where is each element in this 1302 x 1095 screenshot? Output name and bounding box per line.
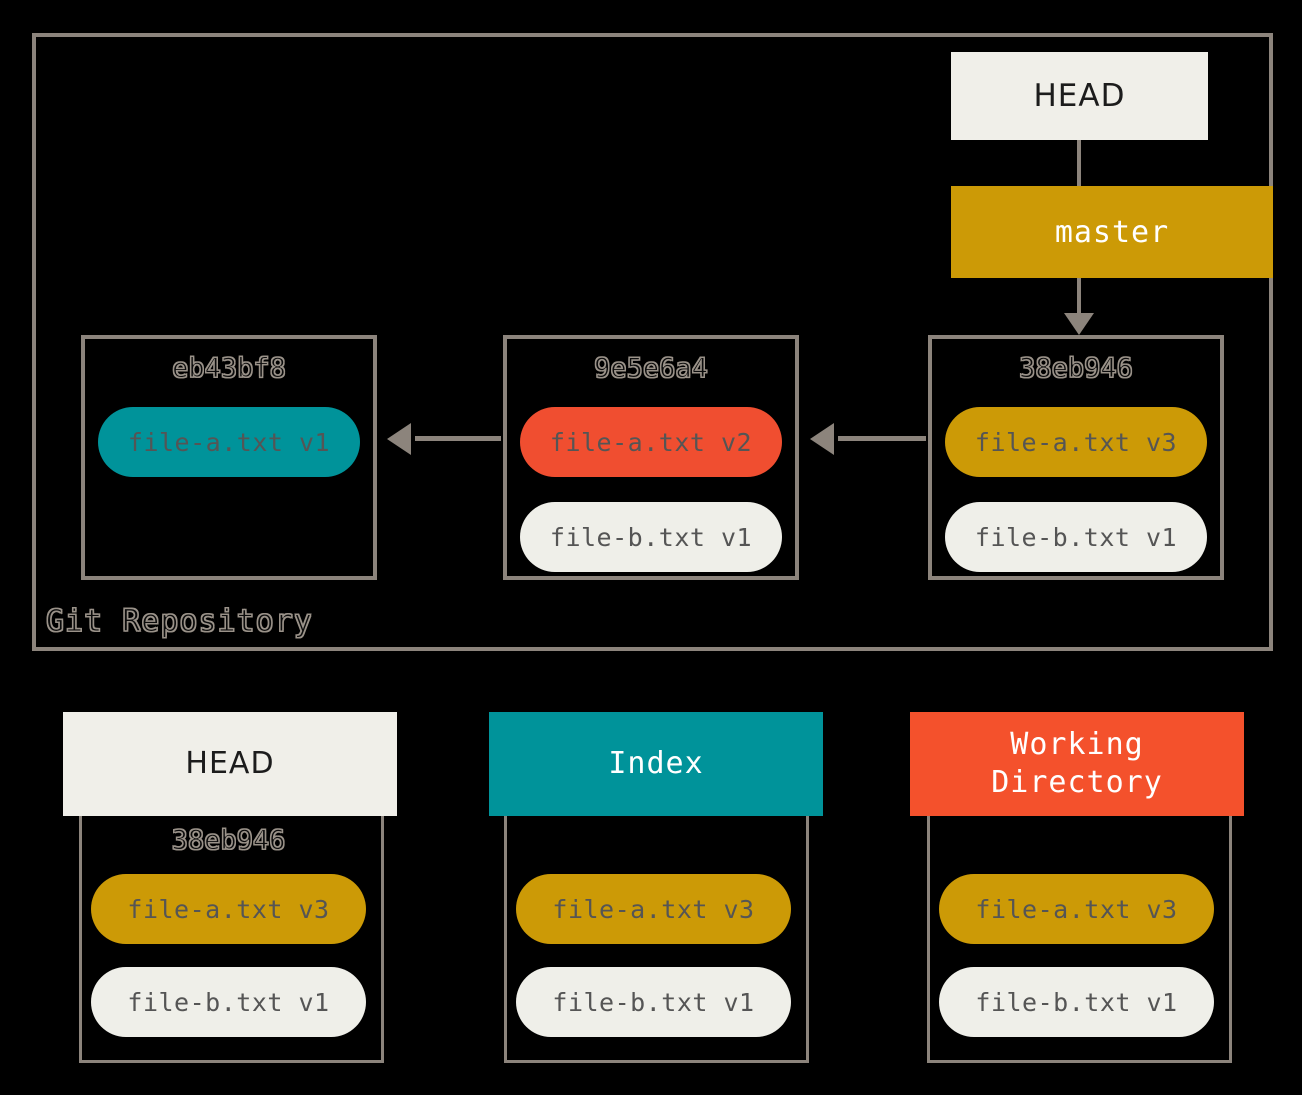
area-blob-file-b-working-directory: file-b.txt v1 — [939, 967, 1214, 1037]
area-blob-file-a-working-directory: file-a.txt v3 — [939, 874, 1214, 944]
commit2-to-commit1-line — [415, 436, 501, 441]
area-blob-file-a-index: file-a.txt v3 — [516, 874, 791, 944]
commit-box-eb43bf8: eb43bf8 file-a.txt v1 — [81, 335, 377, 580]
master-to-commit-line — [1077, 278, 1081, 318]
commit-hash: 38eb946 — [1019, 353, 1134, 385]
area-body-index — [504, 816, 809, 1063]
area-header-label: Index — [608, 745, 704, 781]
area-blob-file-b-head: file-b.txt v1 — [91, 967, 366, 1037]
blob-file-a: file-a.txt v2 — [520, 407, 782, 477]
area-header-label-line2: Directory — [991, 765, 1163, 800]
blob-file-a: file-a.txt v1 — [98, 407, 360, 477]
area-blob-file-a-head: file-a.txt v3 — [91, 874, 366, 944]
git-repository-label: Git Repository — [45, 603, 313, 639]
blob-file-a: file-a.txt v3 — [945, 407, 1207, 477]
commit-box-38eb946: 38eb946 file-a.txt v3 file-b.txt v1 — [928, 335, 1224, 580]
commit3-to-commit2-arrowhead — [810, 423, 834, 455]
area-header-working-directory: Working Directory — [910, 712, 1244, 816]
area-body-working-directory — [927, 816, 1232, 1063]
area-body-head — [79, 816, 384, 1063]
area-header-label: HEAD — [185, 745, 275, 781]
area-hash-head: 38eb946 — [171, 825, 286, 857]
commit-box-9e5e6a4: 9e5e6a4 file-a.txt v2 file-b.txt v1 — [503, 335, 799, 580]
blob-file-b: file-b.txt v1 — [520, 502, 782, 572]
commit3-to-commit2-line — [838, 436, 926, 441]
master-branch-box: master — [951, 186, 1273, 278]
head-pointer-box: HEAD — [951, 52, 1208, 140]
git-repository-frame — [32, 33, 1273, 651]
commit2-to-commit1-arrowhead — [387, 423, 411, 455]
head-to-master-line — [1077, 140, 1081, 188]
area-blob-file-b-index: file-b.txt v1 — [516, 967, 791, 1037]
commit-hash: eb43bf8 — [172, 353, 287, 385]
area-header-head: HEAD — [63, 712, 397, 816]
commit-hash: 9e5e6a4 — [594, 353, 709, 385]
master-to-commit-arrowhead — [1064, 313, 1094, 335]
area-header-label-line1: Working — [1010, 726, 1144, 762]
blob-file-b: file-b.txt v1 — [945, 502, 1207, 572]
area-header-index: Index — [489, 712, 823, 816]
